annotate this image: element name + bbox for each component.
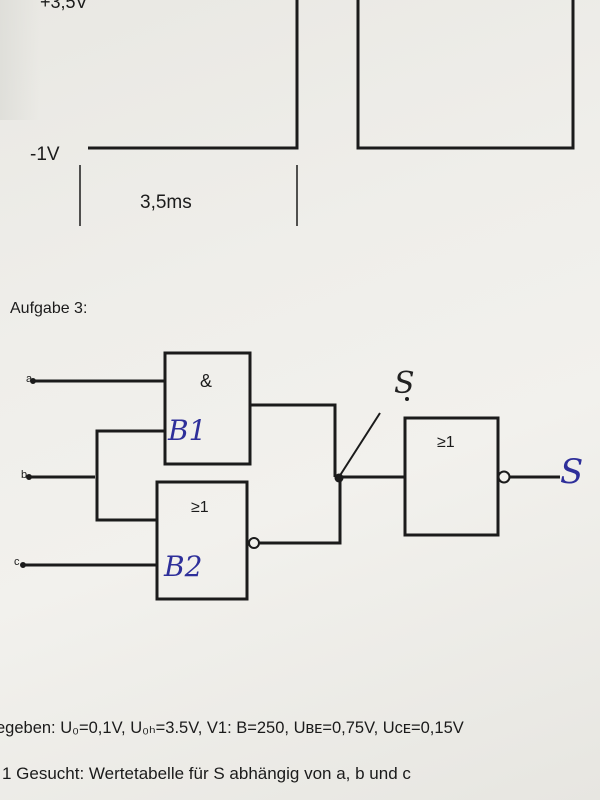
gate-b2-symbol: ≥1 [191, 499, 209, 516]
gate-and-b1 [163, 351, 252, 466]
input-label-b: b [21, 469, 28, 481]
voltage-high-label: +3,5V [40, 0, 88, 12]
switch-dot [405, 397, 409, 401]
gate-b1-handwritten-name: B1 [168, 414, 207, 447]
waveform-low-segment [88, 0, 299, 150]
voltage-low-label: -1V [30, 144, 60, 165]
given-values-text: egeben: U₀=0,1V, U₀ₕ=3.5V, V1: B=250, Uʙ… [0, 719, 464, 737]
switch-handwritten-label: S [394, 366, 415, 401]
inverter-bubble-output [497, 470, 511, 484]
gate-b2-handwritten-name: B2 [164, 550, 203, 583]
gate-b1-symbol: & [200, 371, 213, 391]
wire-b1-out [250, 403, 337, 477]
duration-label: 3,5ms [140, 192, 192, 213]
terminal-c [20, 562, 26, 568]
wire-b-branch [95, 429, 165, 522]
paper-edge-shadow [0, 0, 40, 120]
wires [20, 378, 560, 568]
question-text: 1 Gesucht: Wertetabelle für S abhängig v… [2, 764, 411, 783]
terminal-a [30, 378, 36, 384]
gate-or-b2 [155, 480, 249, 601]
gate-output-symbol: ≥1 [437, 434, 455, 451]
inverter-bubble-b2 [248, 537, 260, 549]
signal-waveform [88, 0, 575, 150]
switch-lever [338, 412, 381, 478]
duration-markers [79, 165, 298, 226]
switch-pivot [334, 473, 344, 483]
input-label-c: c [14, 556, 20, 568]
wire-b2-out [259, 477, 342, 545]
input-label-a: a [26, 373, 33, 385]
output-handwritten-label: S [560, 452, 584, 492]
waveform-second-pulse [356, 0, 575, 150]
task-title: Aufgabe 3: [10, 300, 88, 317]
terminal-b [26, 474, 32, 480]
